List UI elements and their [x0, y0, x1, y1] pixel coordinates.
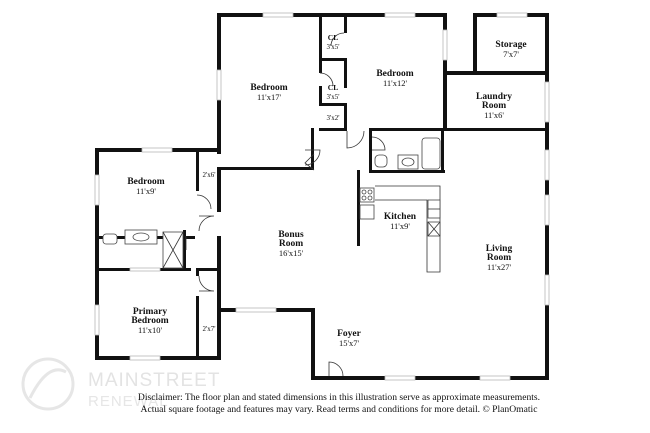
closet-left-dims: 2'x6'	[202, 171, 215, 179]
room-labels: Bedroom 11'x17' CL 3'x5' CL 3'x5' 3'x2' …	[127, 33, 526, 348]
fixtures	[102, 137, 441, 273]
laundry-name2: Room	[482, 101, 506, 111]
living-name2: Room	[487, 253, 511, 263]
disclaimer-line1: Disclaimer: The floor plan and stated di…	[137, 392, 541, 403]
storage-name: Storage	[495, 40, 526, 50]
bedroom-right-name: Bedroom	[376, 69, 413, 79]
closet-3-dims: 3'x2'	[326, 114, 339, 122]
kitchen-dims: 11'x9'	[390, 221, 410, 231]
storage-dims: 7'x7'	[503, 49, 519, 59]
closet-1-name: CL	[328, 33, 338, 42]
primary-name: Primary	[133, 307, 168, 317]
closet-1-dims: 3'x5'	[326, 43, 339, 51]
disclaimer: Disclaimer: The floor plan and stated di…	[104, 392, 574, 416]
bedroom-top-name: Bedroom	[250, 83, 287, 93]
doors	[185, 32, 386, 377]
watermark-line1: MAINSTREET	[88, 370, 220, 391]
laundry-dims: 11'x6'	[484, 110, 504, 120]
kitchen-name: Kitchen	[384, 212, 417, 222]
bedroom-left-dims: 11'x9'	[136, 186, 156, 196]
foyer-name: Foyer	[337, 329, 362, 339]
windows	[94, 12, 550, 381]
watermark-line2: RENEWAL	[88, 393, 169, 410]
disclaimer-line2: Actual square footage and features may v…	[140, 404, 538, 415]
watermark-logo: MAINSTREET RENEWAL	[21, 357, 220, 411]
bedroom-left-name: Bedroom	[127, 177, 164, 187]
watermark-icon	[21, 357, 75, 411]
laundry-name: Laundry	[476, 92, 512, 102]
bedroom-top-dims: 11'x17'	[257, 92, 281, 102]
watermark-icon-mark	[28, 368, 67, 399]
foyer-dims: 15'x7'	[339, 338, 360, 348]
bonus-name2: Room	[279, 239, 303, 249]
bedroom-right-dims: 11'x12'	[383, 78, 407, 88]
living-name: Living	[486, 244, 513, 254]
closet-primary-dims: 2'x7'	[202, 325, 215, 333]
closet-2-dims: 3'x5'	[326, 93, 339, 101]
closet-2-name: CL	[328, 83, 338, 92]
bonus-dims: 16'x15'	[279, 248, 304, 258]
bonus-name: Bonus	[278, 230, 304, 240]
living-dims: 11'x27'	[487, 262, 511, 272]
primary-dims: 11'x10'	[138, 325, 162, 335]
primary-name2: Bedroom	[131, 316, 168, 326]
